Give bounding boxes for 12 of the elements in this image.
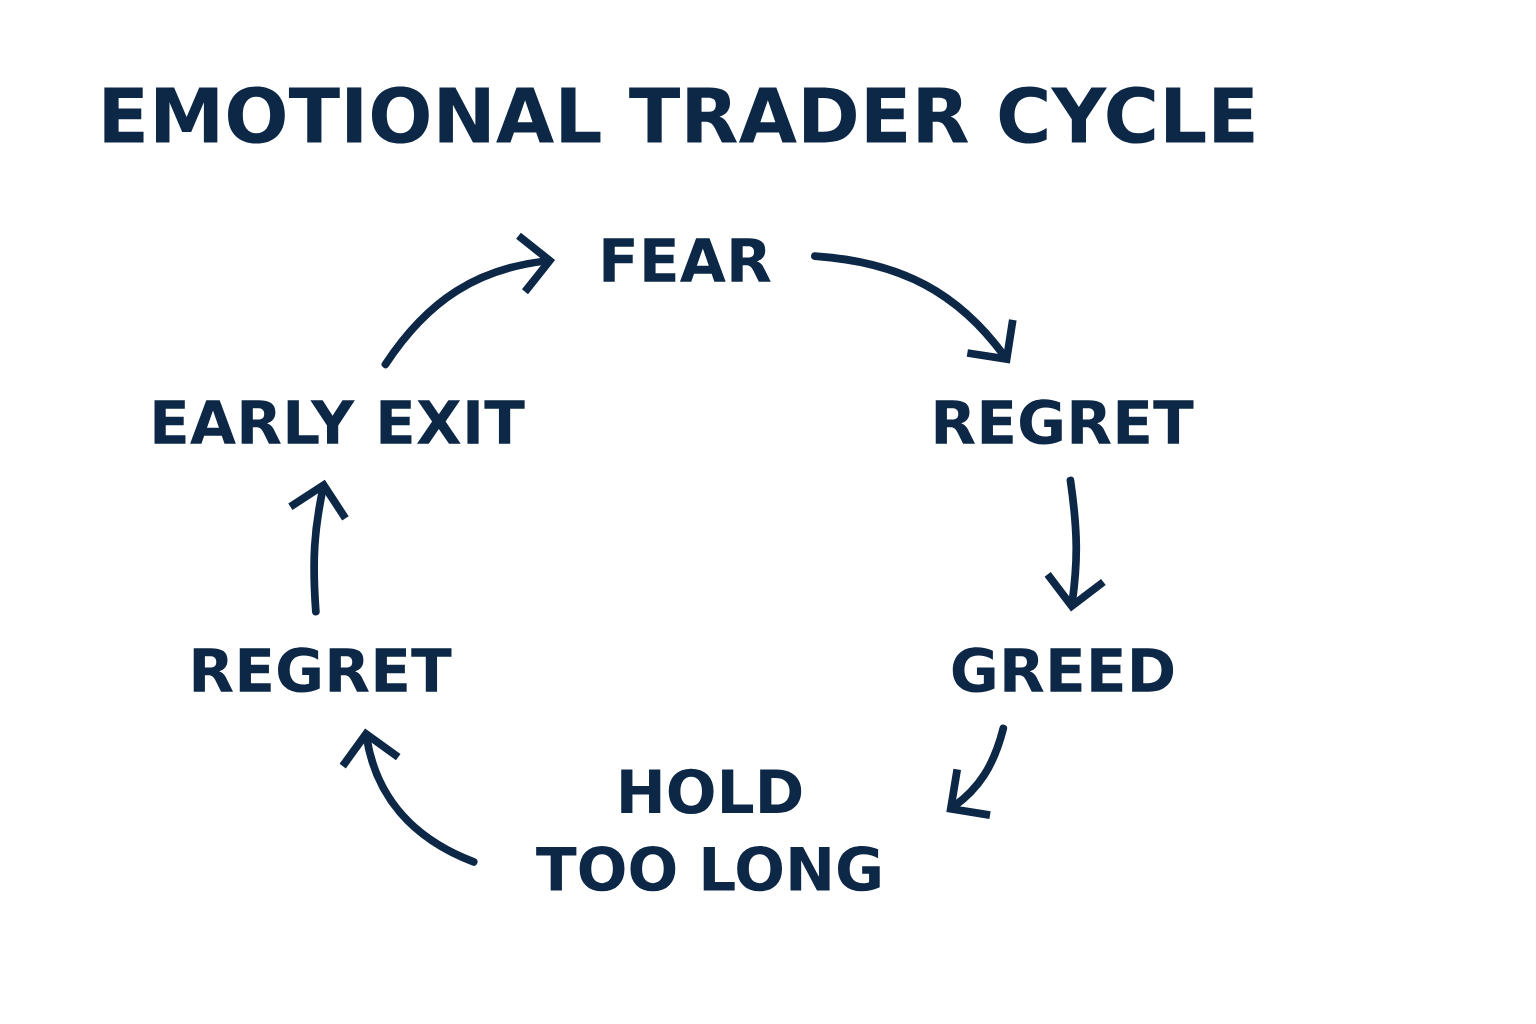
step-label: GREED <box>952 647 1174 693</box>
step-label: HOLD TOO LONG <box>536 768 880 892</box>
arrow <box>811 252 1017 364</box>
arrow <box>288 479 349 616</box>
arrow <box>381 232 556 369</box>
title: EMOTIONAL TRADER CYCLE <box>104 86 1254 144</box>
arrow <box>339 728 478 866</box>
step-label: EARLY EXIT <box>154 400 525 444</box>
step-label: FEAR <box>603 238 771 282</box>
step-label: REGRET <box>193 647 452 693</box>
arrow <box>1044 476 1106 612</box>
step-label: REGRET <box>935 399 1194 445</box>
